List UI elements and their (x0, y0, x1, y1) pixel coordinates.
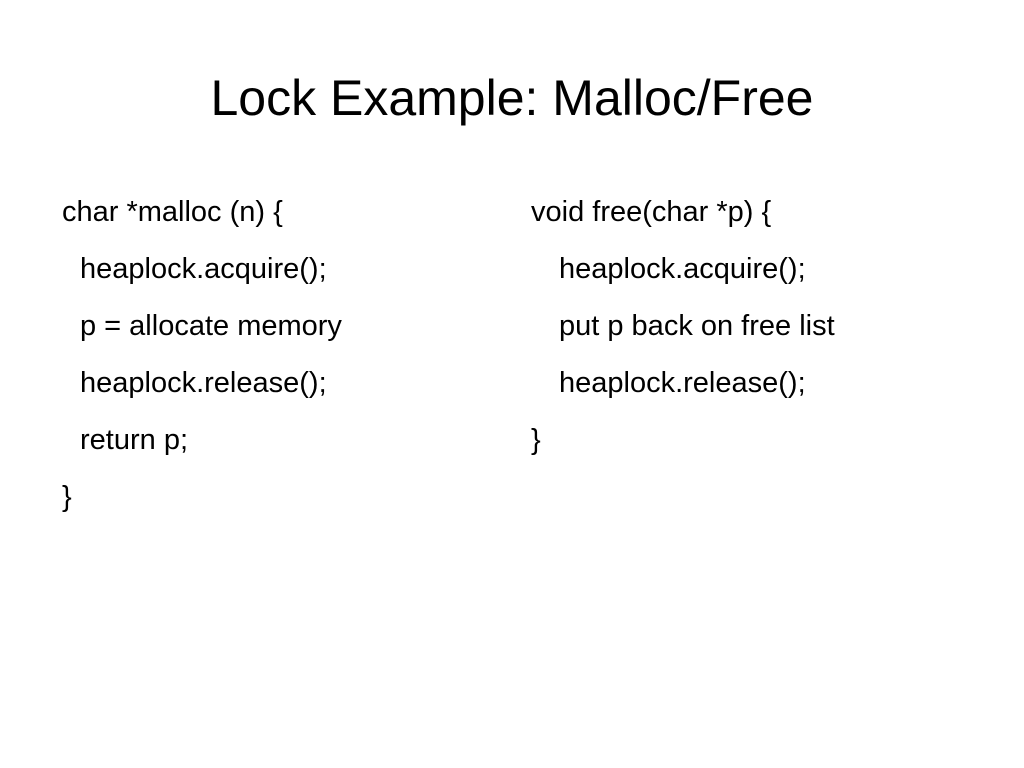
code-line: } (531, 424, 541, 456)
code-line: heaplock.release(); (80, 367, 327, 399)
code-line: heaplock.release(); (559, 367, 806, 399)
code-line: char *malloc (n) { (62, 196, 283, 228)
code-line: heaplock.acquire(); (80, 253, 327, 285)
code-line: p = allocate memory (80, 310, 342, 342)
code-line: } (62, 481, 72, 513)
code-line: put p back on free list (559, 310, 835, 342)
slide-title: Lock Example: Malloc/Free (210, 70, 814, 126)
malloc-code-block: char *malloc (n) { heaplock.acquire(); p… (62, 184, 492, 526)
code-line: heaplock.acquire(); (559, 253, 806, 285)
code-line: return p; (80, 424, 188, 456)
code-line: void free(char *p) { (531, 196, 772, 228)
free-code-block: void free(char *p) { heaplock.acquire();… (531, 184, 991, 469)
